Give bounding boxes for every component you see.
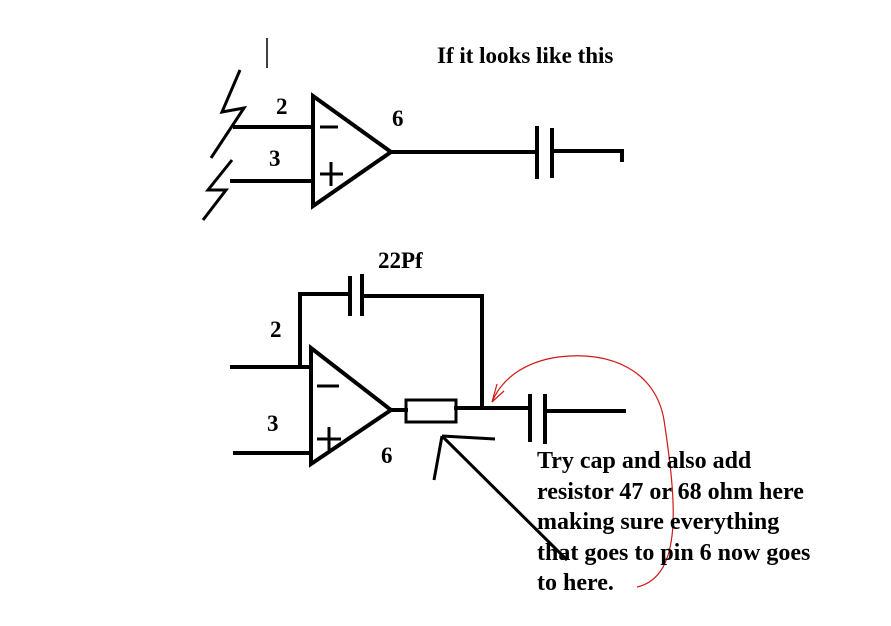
bottom-output-capacitor bbox=[528, 394, 547, 444]
note-line-4: that goes to pin 6 now goes bbox=[537, 540, 810, 566]
diagram-title: If it looks like this bbox=[437, 43, 613, 68]
top-lightning-upper bbox=[209, 69, 248, 159]
top-pin-6-label: 6 bbox=[392, 106, 404, 131]
feedback-cap-label: 22Pf bbox=[378, 248, 423, 273]
note-line-1: Try cap and also add bbox=[537, 448, 752, 474]
bottom-circuit: 22Pf 2 3 6 bbox=[230, 248, 626, 468]
series-resistor bbox=[404, 398, 458, 424]
top-pin-3-label: 3 bbox=[269, 146, 281, 171]
bottom-opamp bbox=[309, 343, 395, 468]
note-line-5: to here. bbox=[537, 570, 614, 596]
top-lightning-lower bbox=[201, 159, 234, 221]
top-cap-lead bbox=[550, 149, 624, 162]
feedback-wire-left bbox=[298, 292, 352, 369]
bottom-pin-2-label: 2 bbox=[270, 317, 282, 342]
feedback-wire-right bbox=[360, 294, 484, 410]
note-line-3: making sure everything bbox=[537, 509, 779, 535]
note-line-2: resistor 47 or 68 ohm here bbox=[537, 479, 804, 505]
top-pin-2-label: 2 bbox=[276, 94, 288, 119]
top-opamp bbox=[311, 92, 395, 210]
resistor-pointer-arrow bbox=[432, 434, 569, 562]
bottom-plus-sign bbox=[317, 427, 341, 450]
bottom-pin-6-label: 6 bbox=[381, 443, 393, 468]
red-annotation-arrow bbox=[491, 355, 674, 588]
top-output-capacitor bbox=[535, 126, 554, 179]
top-circuit: 2 3 6 bbox=[201, 69, 624, 221]
top-plus-sign bbox=[320, 162, 343, 186]
bottom-pin-3-label: 3 bbox=[267, 411, 279, 436]
